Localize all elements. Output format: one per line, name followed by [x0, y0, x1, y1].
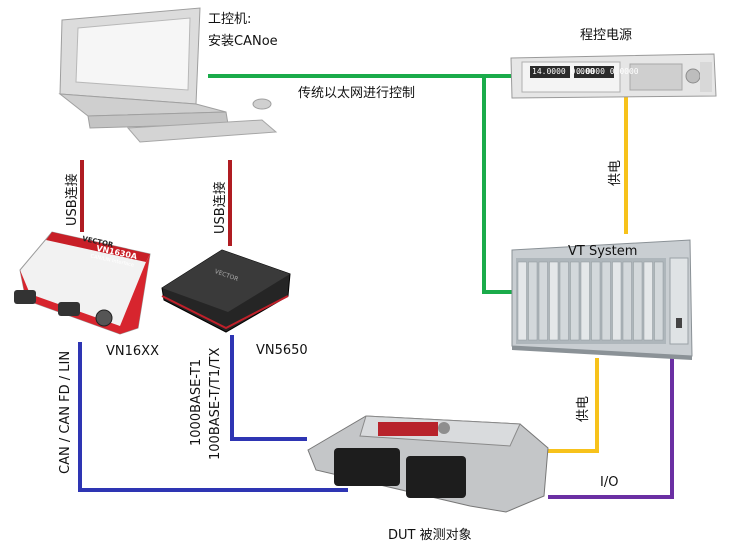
ethernet-link-label: 传统以太网进行控制 — [298, 86, 416, 101]
vt-module-slot — [654, 261, 664, 341]
vt-system-label: VT System — [568, 244, 638, 259]
vn1630a-device — [14, 231, 151, 335]
power-supply-label: 程控电源 — [580, 28, 633, 43]
usb-left-label: USB连接 — [65, 173, 80, 226]
dut-ecu-device — [307, 415, 549, 513]
power-supply-device — [510, 53, 717, 99]
vt-module-slot — [570, 261, 580, 341]
vt-module-slot — [538, 261, 548, 341]
vn5650-label: VN5650 — [256, 343, 308, 358]
dut-label: DUT 被测对象 — [388, 528, 472, 543]
vn16xx-label: VN16XX — [106, 344, 159, 359]
can-bus-label: CAN / CAN FD / LIN — [58, 350, 73, 474]
vn5650-device — [161, 249, 291, 333]
power-supply-display-right: 0.0000 0.0000 — [576, 67, 639, 76]
vt-module-slot — [633, 261, 643, 341]
vt-module-slot — [580, 261, 590, 341]
power-line-bottom — [548, 358, 599, 453]
power-bottom-label: 供电 — [576, 395, 591, 422]
usb-right-label: USB连接 — [213, 181, 228, 234]
vt-module-slot — [528, 261, 538, 341]
vt-module-slot — [612, 261, 622, 341]
power-top-label: 供电 — [608, 159, 623, 186]
vt-system-modules — [517, 261, 664, 341]
ethernet-bus-line — [230, 335, 307, 441]
io-link-label: I/O — [600, 475, 619, 490]
ethernet-to-vt-line — [482, 76, 516, 294]
can-bus-line — [78, 342, 348, 492]
vt-module-slot — [559, 261, 569, 341]
io-line — [548, 358, 674, 499]
eth-bus-label-line1: 1000BASE-T1 — [189, 358, 204, 446]
desktop-computer-icon — [58, 7, 278, 143]
pc-label-line1: 工控机: — [208, 12, 252, 27]
pc-label-line2: 安装CANoe — [208, 34, 278, 49]
vt-module-slot — [622, 261, 632, 341]
vt-module-slot — [591, 261, 601, 341]
vt-module-slot — [549, 261, 559, 341]
eth-bus-label-line2: 100BASE-T/T1/TX — [208, 347, 223, 460]
vt-module-slot — [643, 261, 653, 341]
power-supply-display-left: 14.0000 0.000 — [532, 67, 595, 76]
vt-module-slot — [517, 261, 527, 341]
vt-module-slot — [601, 261, 611, 341]
